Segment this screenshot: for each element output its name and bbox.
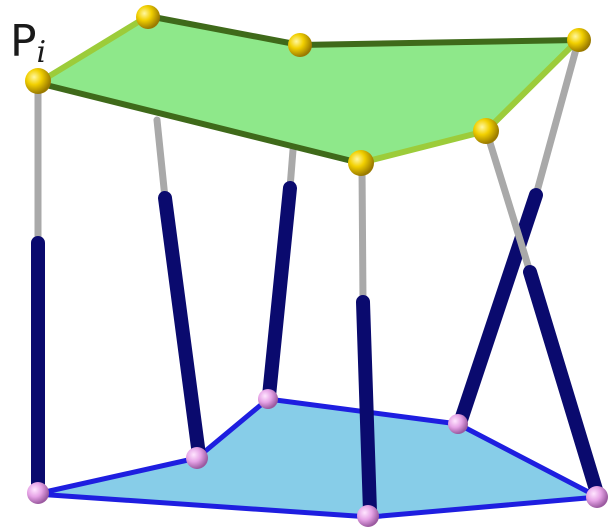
base-joints [27,389,608,527]
top-edge-front-2 [35,80,363,166]
top-edge-front-1 [357,128,489,166]
base-joint-6 [357,505,379,527]
top-joint-5 [348,150,374,176]
leg-3-lower [262,181,297,403]
leg-4-lower [356,295,377,519]
leg-2-lower [158,191,206,462]
base-joint-4 [448,414,468,434]
top-edge-back-3 [297,37,581,48]
platform-label: Pi [10,16,46,70]
leg-6-lower [454,188,543,427]
top-joint-2 [288,33,312,57]
base-joint-1 [27,482,49,504]
leg-6-upper [532,38,582,199]
top-platform-edges [35,13,581,166]
base-joint-2 [186,447,208,469]
base-joint-3 [258,389,278,409]
base-platform [33,396,601,520]
leg-5-lower [523,265,604,500]
top-edge-back-2 [145,13,303,48]
top-joint-6 [25,68,51,94]
top-joints [25,5,591,176]
leg-5-upper [483,129,534,276]
platform-label-main: P [10,16,37,67]
top-joint-1 [136,5,160,29]
top-platform [38,16,578,163]
legs [31,38,604,519]
platform-label-subscript: i [37,35,47,70]
leg-4-upper [358,163,367,306]
top-joint-4 [473,118,499,144]
leg-2-upper [153,116,169,202]
top-edge-right [483,37,581,134]
base-joint-5 [586,486,608,508]
top-joint-3 [567,28,591,52]
top-edge-back-1 [35,13,151,86]
